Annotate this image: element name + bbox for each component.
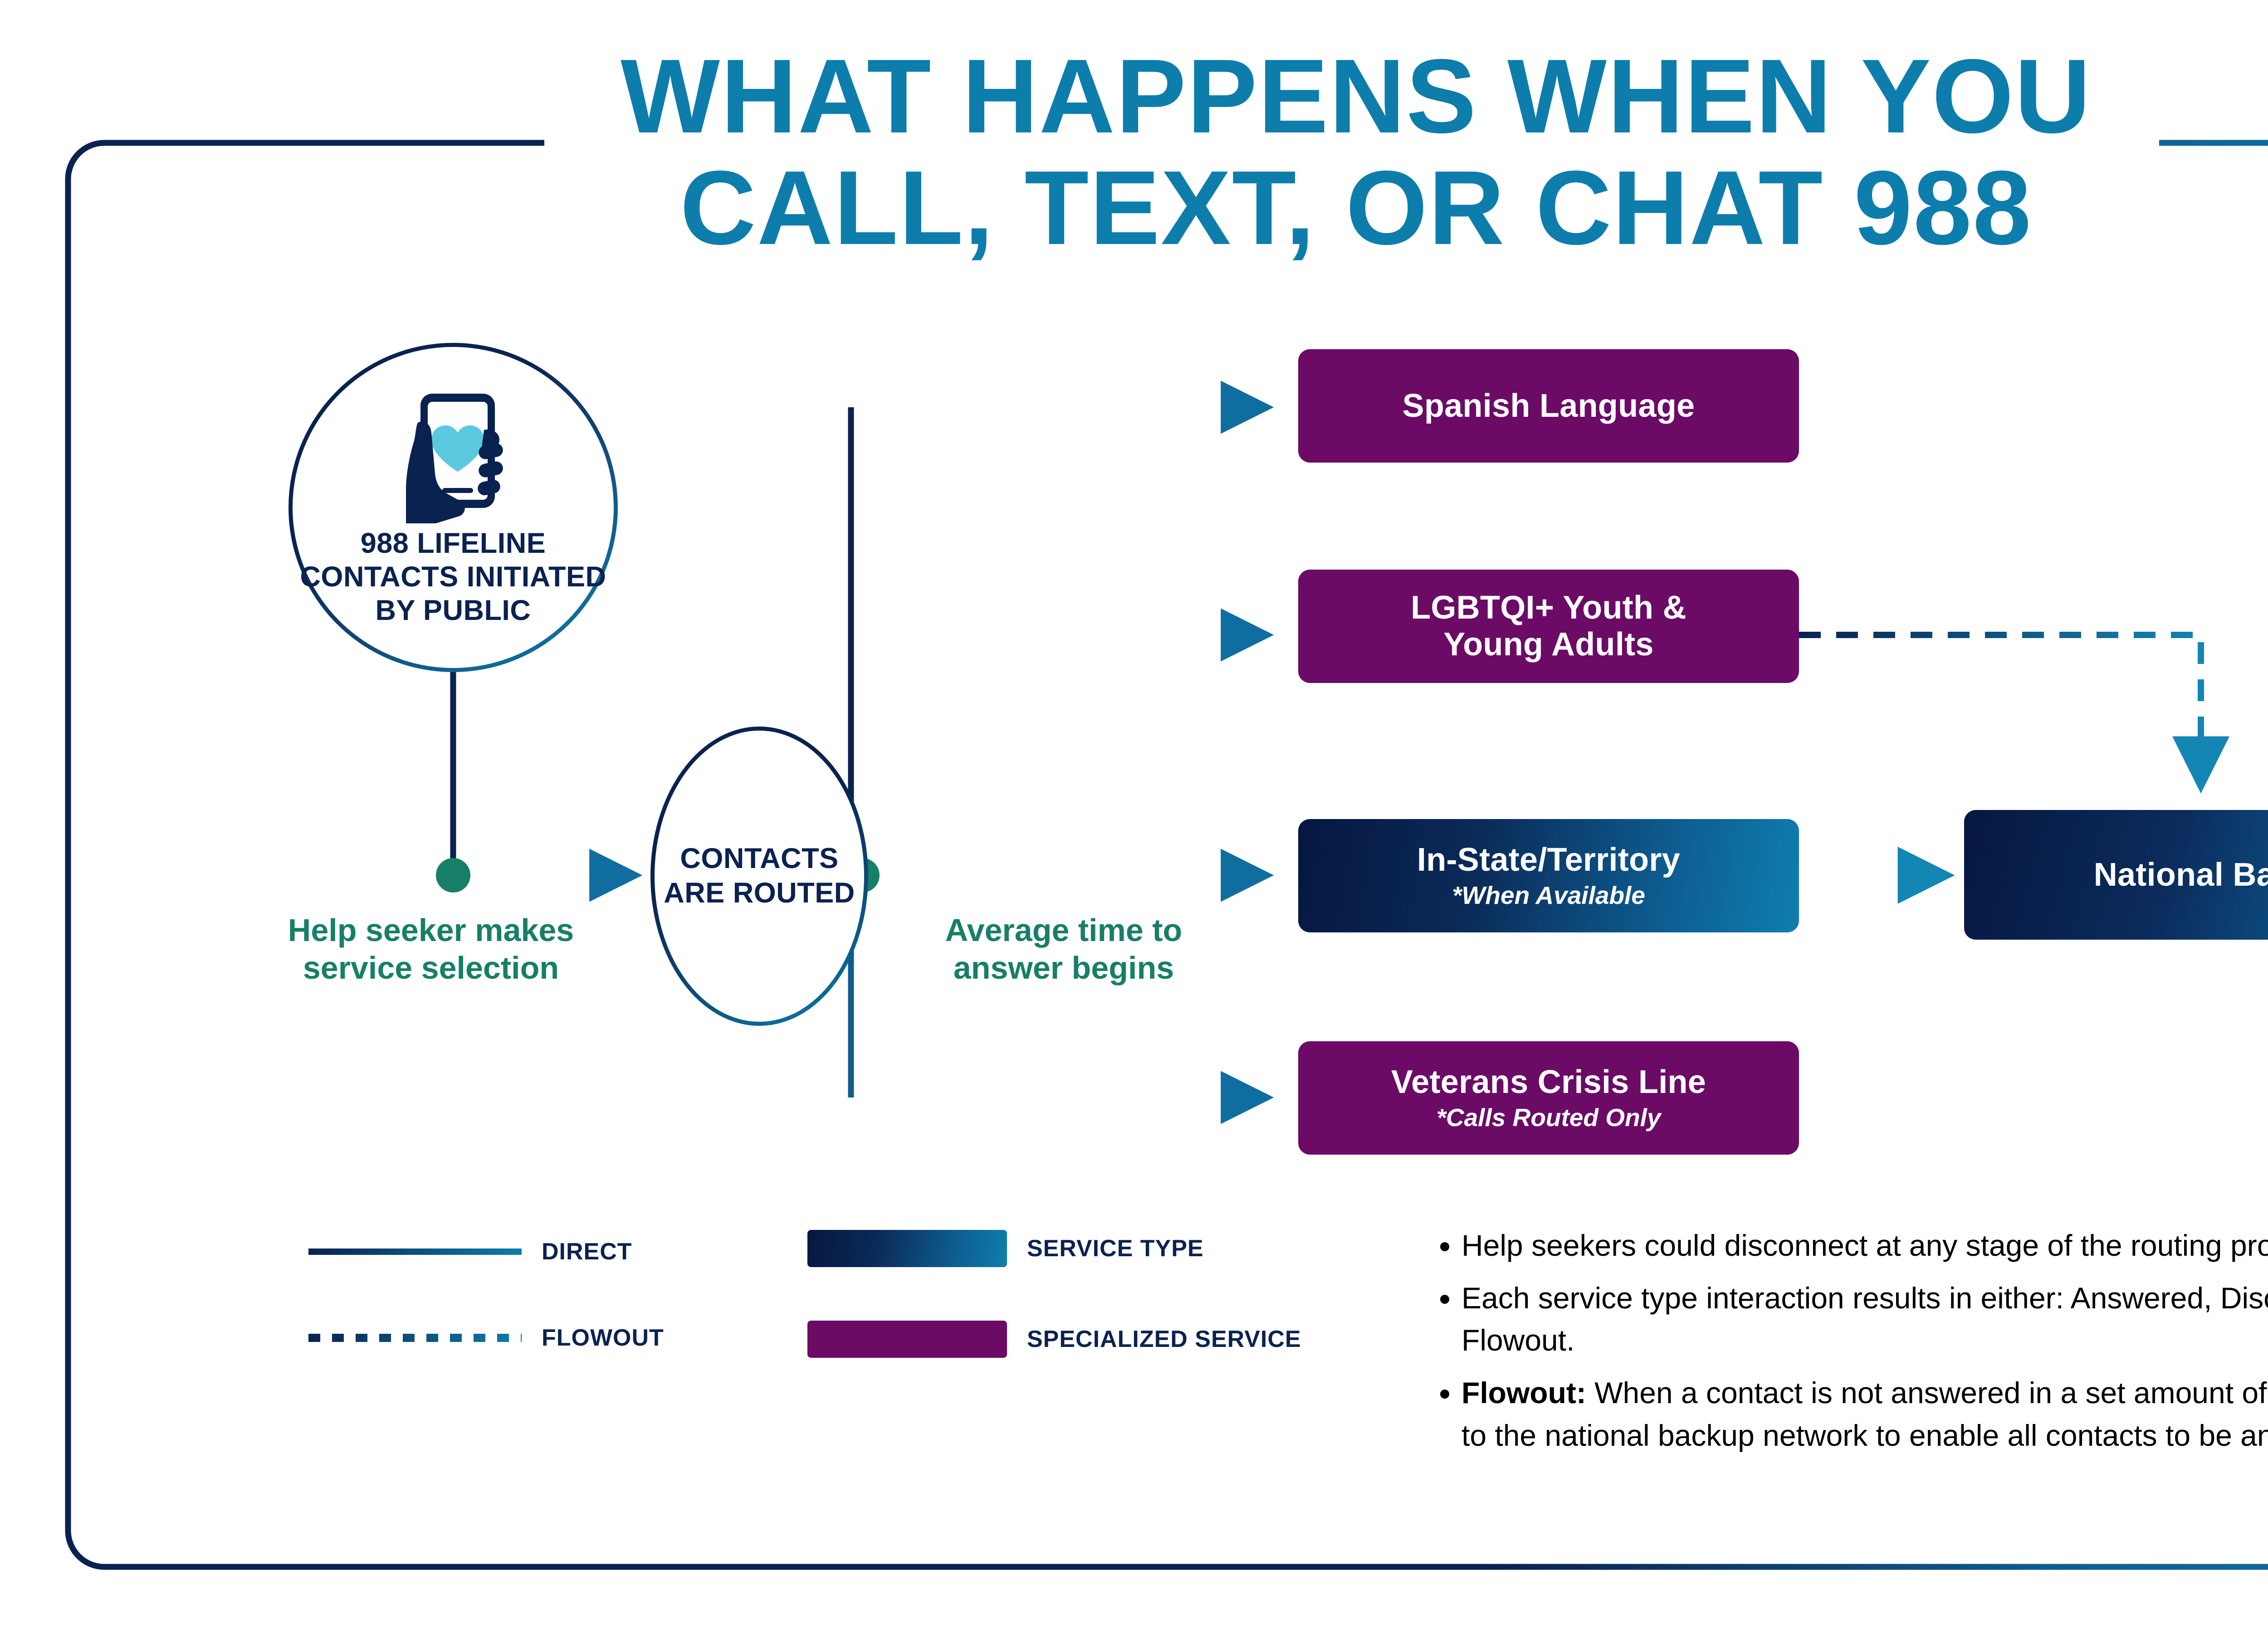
- legend: DIRECT FLOWOUT: [308, 1238, 664, 1351]
- flowout-dashed-line-swatch-icon: [308, 1334, 522, 1342]
- service-box-veterans-crisis-line[interactable]: Veterans Crisis Line *Calls Routed Only: [1298, 1041, 1799, 1155]
- service-box-title-line1: LGBTQI+ Youth &: [1411, 590, 1686, 626]
- service-box-title: In-State/Territory: [1417, 842, 1681, 878]
- annotation-service-selection: Help seeker makes service selection: [254, 912, 608, 986]
- legend-item-direct: DIRECT: [308, 1238, 664, 1265]
- routing-circle-label: CONTACTS ARE ROUTED: [664, 843, 855, 909]
- service-box-title: Veterans Crisis Line: [1391, 1064, 1706, 1101]
- service-box-title-line2: Young Adults: [1443, 626, 1654, 663]
- direct-line-swatch-icon: [308, 1249, 522, 1255]
- legend-item-flowout: FLOWOUT: [308, 1324, 664, 1351]
- notes-list: Help seekers could disconnect at any sta…: [1429, 1224, 2268, 1467]
- routing-circle-node: CONTACTS ARE ROUTED: [650, 727, 868, 1026]
- legend-boxes: SERVICE TYPE SPECIALIZED SERVICE: [807, 1230, 1301, 1358]
- hand-holding-phone-with-heart-icon: [394, 387, 512, 524]
- title-line-1: WHAT HAPPENS WHEN YOU: [621, 38, 2092, 155]
- service-box-subtitle: *When Available: [1452, 881, 1645, 909]
- note-bullet-1: Help seekers could disconnect at any sta…: [1461, 1224, 2268, 1267]
- legend-label-flowout: FLOWOUT: [542, 1325, 664, 1351]
- legend-item-specialized-service: SPECIALIZED SERVICE: [807, 1321, 1301, 1358]
- origin-circle-label: 988 LIFELINE CONTACTS INITIATED BY PUBLI…: [300, 527, 606, 626]
- annotation-average-time-line2: answer begins: [953, 950, 1174, 985]
- note-bullet-3: Flowout: When a contact is not answered …: [1461, 1372, 2268, 1457]
- annotation-service-selection-line2: service selection: [303, 950, 559, 985]
- specialized-service-box-swatch-icon: [807, 1321, 1007, 1358]
- legend-item-service-type: SERVICE TYPE: [807, 1230, 1301, 1267]
- service-type-box-swatch-icon: [807, 1230, 1007, 1267]
- annotation-average-time: Average time to answer begins: [900, 912, 1227, 986]
- service-box-spanish-language[interactable]: Spanish Language: [1298, 349, 1799, 463]
- note-bullet-2: Each service type interaction results in…: [1461, 1277, 2268, 1362]
- title-line-2: CALL, TEXT, OR CHAT 988: [680, 149, 2032, 267]
- annotation-service-selection-line1: Help seeker makes: [288, 912, 574, 948]
- legend-label-specialized-service: SPECIALIZED SERVICE: [1027, 1326, 1301, 1352]
- green-node-dot-left: [436, 858, 470, 893]
- legend-label-service-type: SERVICE TYPE: [1027, 1235, 1204, 1262]
- service-box-title: National Backup: [2093, 856, 2268, 893]
- service-box-title: Spanish Language: [1402, 387, 1695, 424]
- service-box-national-backup[interactable]: National Backup: [1964, 810, 2268, 940]
- legend-label-direct: DIRECT: [542, 1239, 632, 1265]
- service-box-subtitle: *Calls Routed Only: [1436, 1103, 1661, 1132]
- page-title: WHAT HAPPENS WHEN YOU CALL, TEXT, OR CHA…: [0, 41, 2268, 264]
- service-box-in-state-territory[interactable]: In-State/Territory *When Available: [1298, 819, 1799, 932]
- origin-circle-node: 988 LIFELINE CONTACTS INITIATED BY PUBLI…: [288, 343, 618, 672]
- annotation-average-time-line1: Average time to: [945, 912, 1183, 948]
- service-box-lgbtqi-youth[interactable]: LGBTQI+ Youth & Young Adults: [1298, 570, 1799, 683]
- note-bullet-3-rest: When a contact is not answered in a set …: [1461, 1376, 2268, 1452]
- note-bullet-3-bold: Flowout:: [1461, 1376, 1586, 1410]
